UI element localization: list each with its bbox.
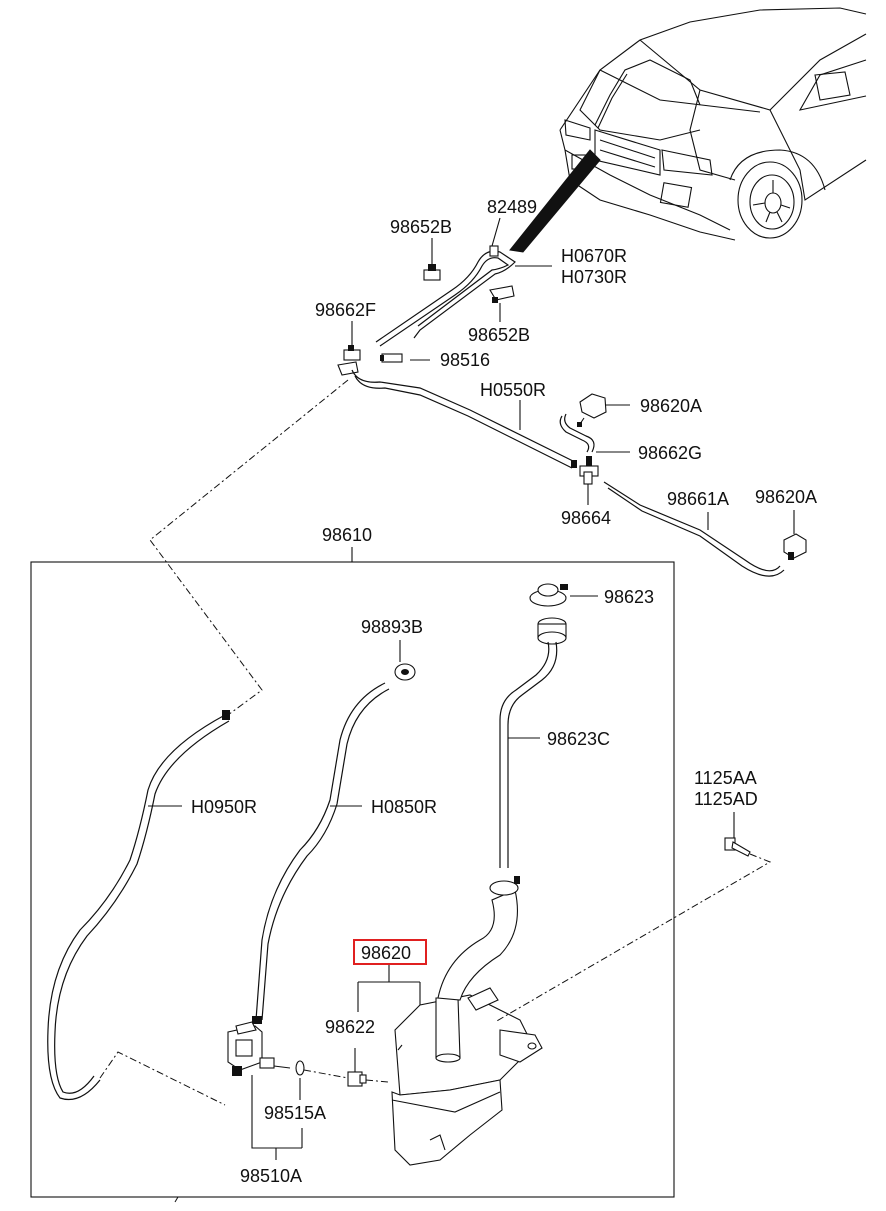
reservoir-cap-98623: [529, 583, 568, 645]
label-98661a: 98661A: [667, 489, 729, 509]
clip-98652b-top: [423, 264, 441, 281]
label-h0850r: H0850R: [371, 797, 437, 817]
label-1125ad: 1125AD: [694, 789, 758, 809]
washer-reservoir-98620: [391, 876, 543, 1166]
label-98510a: 98510A: [240, 1166, 302, 1186]
label-98652b-top: 98652B: [390, 217, 452, 237]
label-h0670r: H0670R: [561, 246, 627, 266]
label-98662f: 98662F: [315, 300, 376, 320]
check-valve-98516: [380, 353, 403, 363]
connector-98662f: [337, 345, 361, 376]
label-98623c: 98623C: [547, 729, 610, 749]
lower-parts: [47, 583, 772, 1166]
label-98620: 98620: [361, 943, 411, 963]
label-1125aa: 1125AA: [694, 768, 757, 788]
label-98664: 98664: [561, 508, 611, 528]
tee-connector-98664: [579, 456, 599, 485]
o-ring-98515a: [295, 1060, 305, 1076]
grommet-98622: [347, 1071, 367, 1087]
label-98893b: 98893B: [361, 617, 423, 637]
grommet-98893b: [394, 663, 416, 681]
label-h0550r: H0550R: [480, 380, 546, 400]
nozzle-98620a-top: [577, 393, 607, 427]
highlight-box-98620: [353, 939, 427, 965]
part-labels: 82489 98652B H0670R H0730R 98662F 98652B…: [191, 197, 817, 1186]
label-98515a: 98515A: [264, 1103, 326, 1123]
label-98516: 98516: [440, 350, 490, 370]
label-h0730r: H0730R: [561, 267, 627, 287]
label-98620a-top: 98620A: [640, 396, 702, 416]
label-98652b-mid: 98652B: [468, 325, 530, 345]
clip-98652b-mid: [489, 285, 515, 303]
label-98622: 98622: [325, 1017, 375, 1037]
label-h0950r: H0950R: [191, 797, 257, 817]
label-82489: 82489: [487, 197, 537, 217]
label-98623: 98623: [604, 587, 654, 607]
vehicle-illustration: [509, 7, 867, 253]
label-98662g: 98662G: [638, 443, 702, 463]
label-98610: 98610: [322, 525, 372, 545]
washer-pump-98510a: [227, 1021, 291, 1076]
nozzle-98620a-right: [783, 533, 807, 560]
label-98620a-right: 98620A: [755, 487, 817, 507]
upper-hose-assembly: [337, 245, 807, 577]
leader-lines-lower: [148, 595, 735, 1160]
reservoir-assembly-frame: [30, 547, 675, 1203]
bolt-1125aa: [724, 837, 751, 857]
leader-lines-upper: [149, 217, 795, 716]
